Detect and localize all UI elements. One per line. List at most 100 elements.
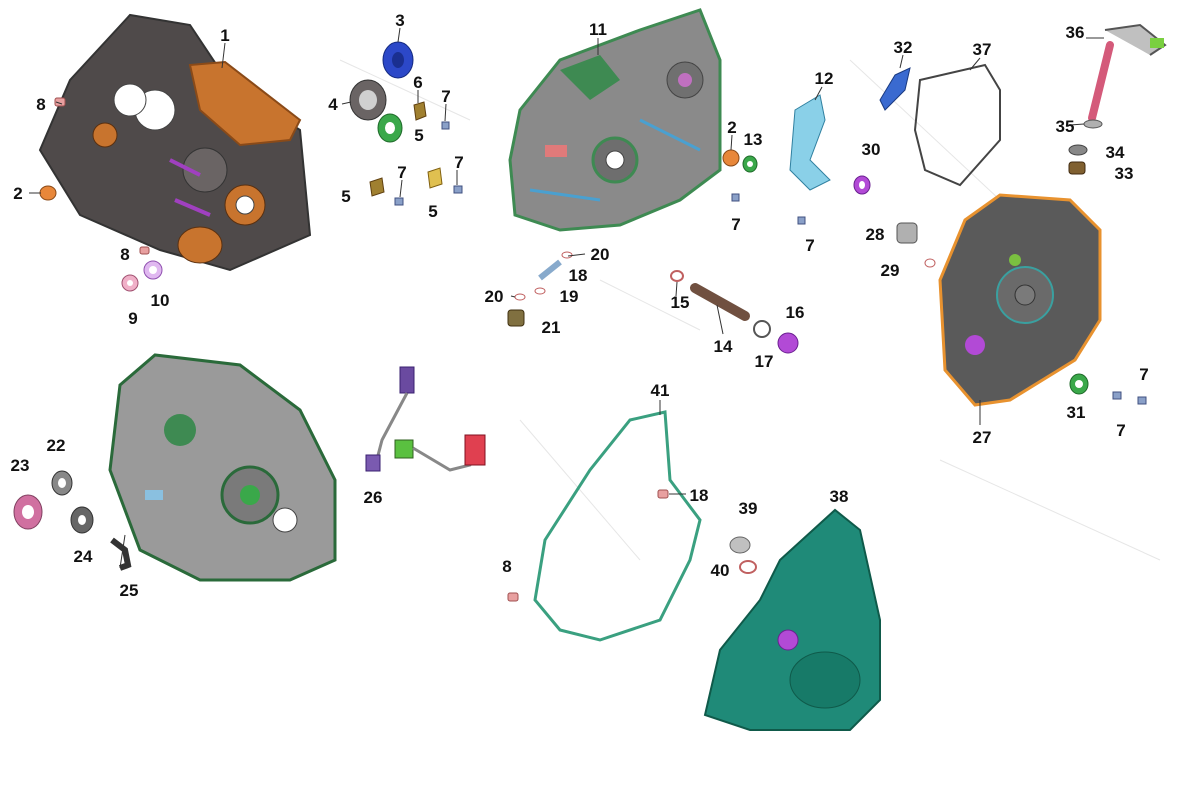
- callout-3: 3: [395, 11, 404, 30]
- washer-35: [1083, 119, 1103, 129]
- callout-11: 11: [589, 20, 607, 39]
- bolt-7-d: [731, 193, 740, 202]
- o-ring-29: [924, 258, 936, 268]
- callout-28: 28: [866, 225, 885, 244]
- seal-13: [742, 155, 758, 173]
- bushing-33: [1068, 161, 1086, 175]
- callout-19: 19: [560, 287, 579, 306]
- dowel-pin-8-left: [54, 97, 66, 107]
- callout-8-bottom: 8: [502, 557, 511, 576]
- arm-32: [879, 67, 911, 111]
- guide-plate-12: [789, 94, 831, 191]
- callout-29: 29: [881, 261, 900, 280]
- callout-10: 10: [151, 291, 170, 310]
- oil-seal-22: [51, 470, 73, 496]
- shaft-36: [1088, 23, 1167, 122]
- callout-7-c: 7: [454, 153, 463, 172]
- callout-5-right: 5: [428, 202, 437, 221]
- bolt-7-g: [1137, 396, 1147, 405]
- callout-6: 6: [413, 73, 422, 92]
- callout-7-d: 7: [731, 215, 740, 234]
- sensor-harness-26: [365, 366, 486, 472]
- callout-35: 35: [1056, 117, 1075, 136]
- right-crankcase-cover: [938, 193, 1102, 407]
- callout-7-e: 7: [805, 236, 814, 255]
- o-ring-15: [670, 270, 684, 282]
- callout-23: 23: [11, 456, 30, 475]
- callout-26: 26: [364, 488, 383, 507]
- right-crankcase-half: [38, 13, 312, 272]
- callout-27: 27: [973, 428, 992, 447]
- bolt-7-c: [453, 185, 463, 194]
- washer-34: [1068, 144, 1088, 156]
- callout-16: 16: [786, 303, 805, 322]
- callout-1: 1: [220, 26, 229, 45]
- bearing-3: [382, 41, 414, 79]
- callout-13: 13: [744, 130, 763, 149]
- callout-12: 12: [815, 69, 834, 88]
- bearing-24: [70, 506, 94, 534]
- callout-36: 36: [1066, 23, 1085, 42]
- oil-seal-5: [377, 113, 403, 143]
- callout-17: 17: [755, 352, 774, 371]
- callout-labels: 1 2 2 3 4 5 5 5 6 7 7 7 7 7 7 7 8 8 8 9 …: [11, 11, 1149, 600]
- o-ring-20-a: [561, 251, 573, 259]
- callout-39: 39: [739, 499, 758, 518]
- callout-41: 41: [651, 381, 670, 400]
- bearing-4: [349, 79, 387, 121]
- callout-5-top: 5: [414, 126, 423, 145]
- gasket-37: [913, 63, 1001, 187]
- o-ring-20-b: [514, 293, 526, 301]
- callout-7-b: 7: [397, 163, 406, 182]
- callout-38: 38: [830, 487, 849, 506]
- seal-9: [121, 274, 139, 292]
- bolt-7-f: [1112, 391, 1122, 400]
- plug-16: [777, 332, 799, 354]
- callout-24: 24: [74, 547, 93, 566]
- dowel-pin-8-lower: [139, 246, 150, 255]
- dowel-pin-18-lower: [657, 489, 669, 499]
- callout-7-f: 7: [1139, 365, 1148, 384]
- callout-20-right: 20: [591, 245, 610, 264]
- callout-9: 9: [128, 309, 137, 328]
- gasket-41: [533, 410, 702, 642]
- bolt-7-a: [441, 121, 450, 130]
- callout-37: 37: [973, 40, 992, 59]
- callout-2-left: 2: [13, 184, 22, 203]
- bearing-23: [13, 494, 43, 530]
- left-crankcase-half: [508, 8, 722, 232]
- plate-5-right: [427, 167, 443, 189]
- callout-8-lower: 8: [120, 245, 129, 264]
- o-ring-17: [753, 320, 771, 338]
- callout-31: 31: [1067, 403, 1086, 422]
- pin-18-center: [538, 259, 562, 281]
- callout-30: 30: [862, 140, 881, 159]
- callout-7-a: 7: [441, 87, 450, 106]
- bolt-7-e: [797, 216, 806, 225]
- bushing-2-center: [722, 149, 740, 167]
- callout-15: 15: [671, 293, 690, 312]
- magneto-cover-38: [703, 508, 881, 731]
- callout-34: 34: [1106, 143, 1125, 162]
- drain-plug-21: [507, 309, 525, 327]
- callout-33: 33: [1115, 164, 1134, 183]
- callout-5-left: 5: [341, 187, 350, 206]
- left-crankcase-inner: [108, 353, 337, 582]
- plate-5-left: [369, 177, 385, 197]
- callout-2-center: 2: [727, 118, 736, 137]
- leader-lines: [29, 27, 1104, 569]
- crankcase-gasket-face: [188, 60, 302, 147]
- o-ring-40: [739, 560, 757, 574]
- callout-4: 4: [328, 95, 338, 114]
- cap-28: [896, 222, 918, 244]
- callout-18-center: 18: [569, 266, 588, 285]
- callout-20-left: 20: [485, 287, 504, 306]
- callout-8-left: 8: [36, 95, 45, 114]
- washer-19: [534, 287, 546, 295]
- callout-7-g: 7: [1116, 421, 1125, 440]
- bracket-6: [413, 101, 427, 121]
- callout-40: 40: [711, 561, 730, 580]
- seal-10: [143, 260, 163, 280]
- bolt-7-b: [394, 197, 404, 206]
